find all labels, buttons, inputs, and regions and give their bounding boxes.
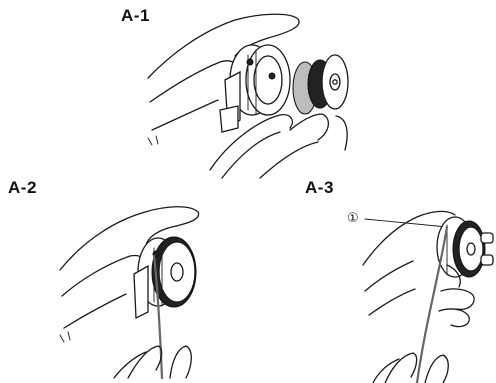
hand-illustration-a3 bbox=[355, 195, 496, 383]
bobbin-illustration-a1 bbox=[293, 55, 348, 114]
panel-a3 bbox=[355, 195, 496, 383]
panel-a2 bbox=[50, 200, 230, 380]
bobbin-case-illustration-a1 bbox=[220, 45, 290, 132]
panel-label-a2: A-2 bbox=[8, 178, 37, 198]
panel-a1 bbox=[140, 10, 365, 180]
bobbin-case-illustration-a3 bbox=[437, 217, 493, 277]
panel-label-a3: A-3 bbox=[305, 178, 334, 198]
hand-illustration-a1 bbox=[140, 10, 365, 180]
bobbin-case-illustration-a2 bbox=[134, 237, 196, 318]
hand-illustration-a2 bbox=[50, 200, 230, 380]
thread-line-a3 bbox=[417, 227, 447, 383]
